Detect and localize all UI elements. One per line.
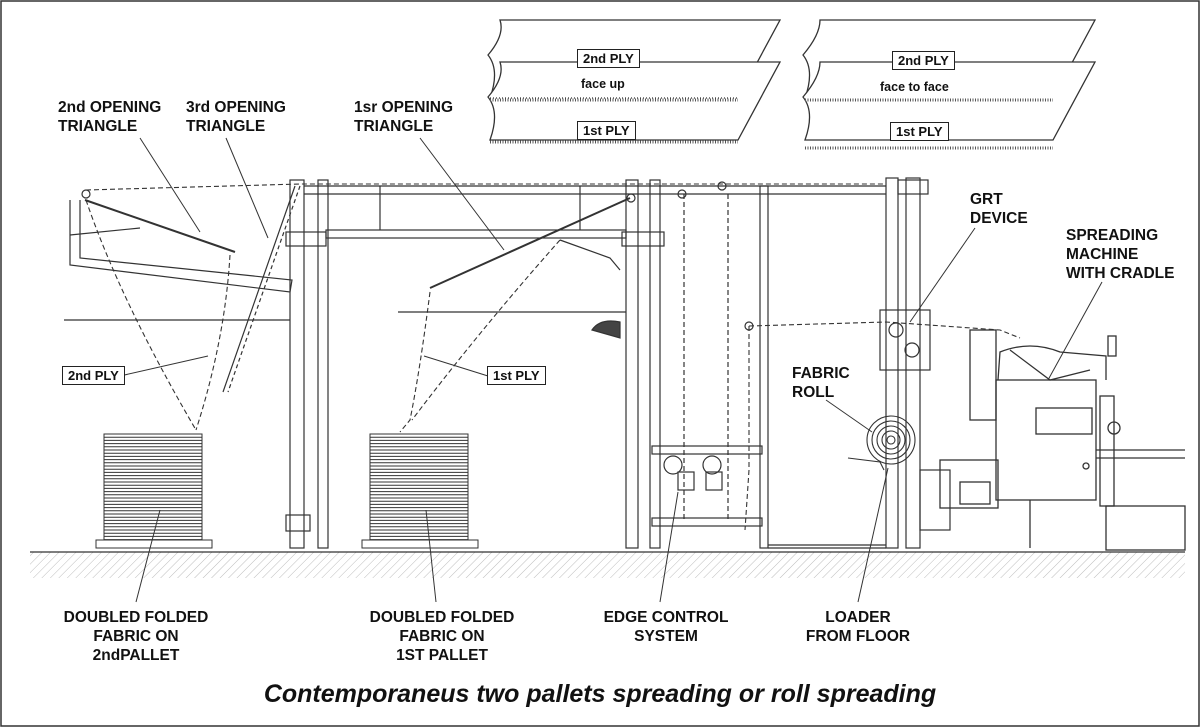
inset-face-up-mode: face up bbox=[581, 77, 625, 91]
label-line: SPREADING bbox=[1066, 227, 1159, 244]
label-line: FABRIC ON bbox=[93, 628, 179, 645]
overhead-beam bbox=[304, 185, 886, 239]
label-line: 1ST PALLET bbox=[396, 647, 488, 664]
label-line: FABRIC bbox=[792, 365, 850, 382]
inset-face-to-face-mode: face to face bbox=[880, 80, 949, 94]
inset-face-up-top-ply: 2nd PLY bbox=[577, 49, 640, 68]
label-line: DEVICE bbox=[970, 210, 1028, 227]
label-line: 2ndPALLET bbox=[92, 647, 180, 664]
inset-face-to-face-diagram bbox=[802, 19, 1097, 150]
label-edge-control: EDGE CONTROL SYSTEM bbox=[596, 608, 736, 646]
edge-control-frame bbox=[651, 181, 769, 549]
label-pallet-1: DOUBLED FOLDED FABRIC ON 1ST PALLET bbox=[364, 608, 520, 665]
inset-face-up-bottom-ply: 1st PLY bbox=[577, 121, 636, 140]
grt-column bbox=[768, 177, 951, 549]
pallet-1-stack bbox=[361, 433, 479, 549]
label-pallet-2: DOUBLED FOLDED FABRIC ON 2ndPALLET bbox=[58, 608, 214, 665]
floor bbox=[30, 551, 1185, 578]
diagram-caption: Contemporaneus two pallets spreading or … bbox=[263, 680, 937, 708]
inset-face-to-face-bottom-ply: 1st PLY bbox=[890, 122, 949, 141]
tag-2nd-ply: 2nd PLY bbox=[62, 366, 125, 385]
label-line: FABRIC ON bbox=[399, 628, 485, 645]
leader-lines bbox=[119, 137, 1103, 603]
label-line: SYSTEM bbox=[634, 628, 698, 645]
inset-face-to-face-top-ply: 2nd PLY bbox=[892, 51, 955, 70]
label-line: LOADER bbox=[825, 609, 891, 626]
opening-frame-1 bbox=[398, 179, 665, 549]
label-line: TRIANGLE bbox=[354, 118, 434, 135]
label-line: 2nd OPENING bbox=[58, 99, 162, 116]
label-line: DOUBLED FOLDED bbox=[369, 609, 515, 626]
tag-1st-ply: 1st PLY bbox=[487, 366, 546, 385]
pallet-2-stack bbox=[95, 433, 213, 549]
label-line: FROM FLOOR bbox=[805, 628, 911, 645]
label-1st-opening-triangle: 1sr OPENING TRIANGLE bbox=[354, 98, 453, 136]
label-line: GRT bbox=[970, 191, 1003, 208]
label-line: 1sr OPENING bbox=[354, 99, 454, 116]
label-line: EDGE CONTROL bbox=[603, 609, 729, 626]
label-line: 3rd OPENING bbox=[186, 99, 286, 116]
fabric-roll bbox=[847, 415, 916, 471]
opening-frame-2 bbox=[64, 179, 329, 549]
label-grt-device: GRT DEVICE bbox=[970, 190, 1028, 228]
label-fabric-roll: FABRIC ROLL bbox=[792, 364, 850, 402]
label-loader: LOADER FROM FLOOR bbox=[796, 608, 920, 646]
label-line: ROLL bbox=[792, 384, 835, 401]
label-line: TRIANGLE bbox=[186, 118, 266, 135]
label-3rd-opening-triangle: 3rd OPENING TRIANGLE bbox=[186, 98, 286, 136]
spreading-machine bbox=[939, 329, 1186, 551]
label-line: WITH CRADLE bbox=[1066, 265, 1175, 282]
label-2nd-opening-triangle: 2nd OPENING TRIANGLE bbox=[58, 98, 161, 136]
label-line: MACHINE bbox=[1066, 246, 1139, 263]
label-spreading-machine: SPREADING MACHINE WITH CRADLE bbox=[1066, 226, 1175, 283]
label-line: DOUBLED FOLDED bbox=[63, 609, 209, 626]
label-line: TRIANGLE bbox=[58, 118, 138, 135]
fabric-paths bbox=[85, 183, 1021, 531]
